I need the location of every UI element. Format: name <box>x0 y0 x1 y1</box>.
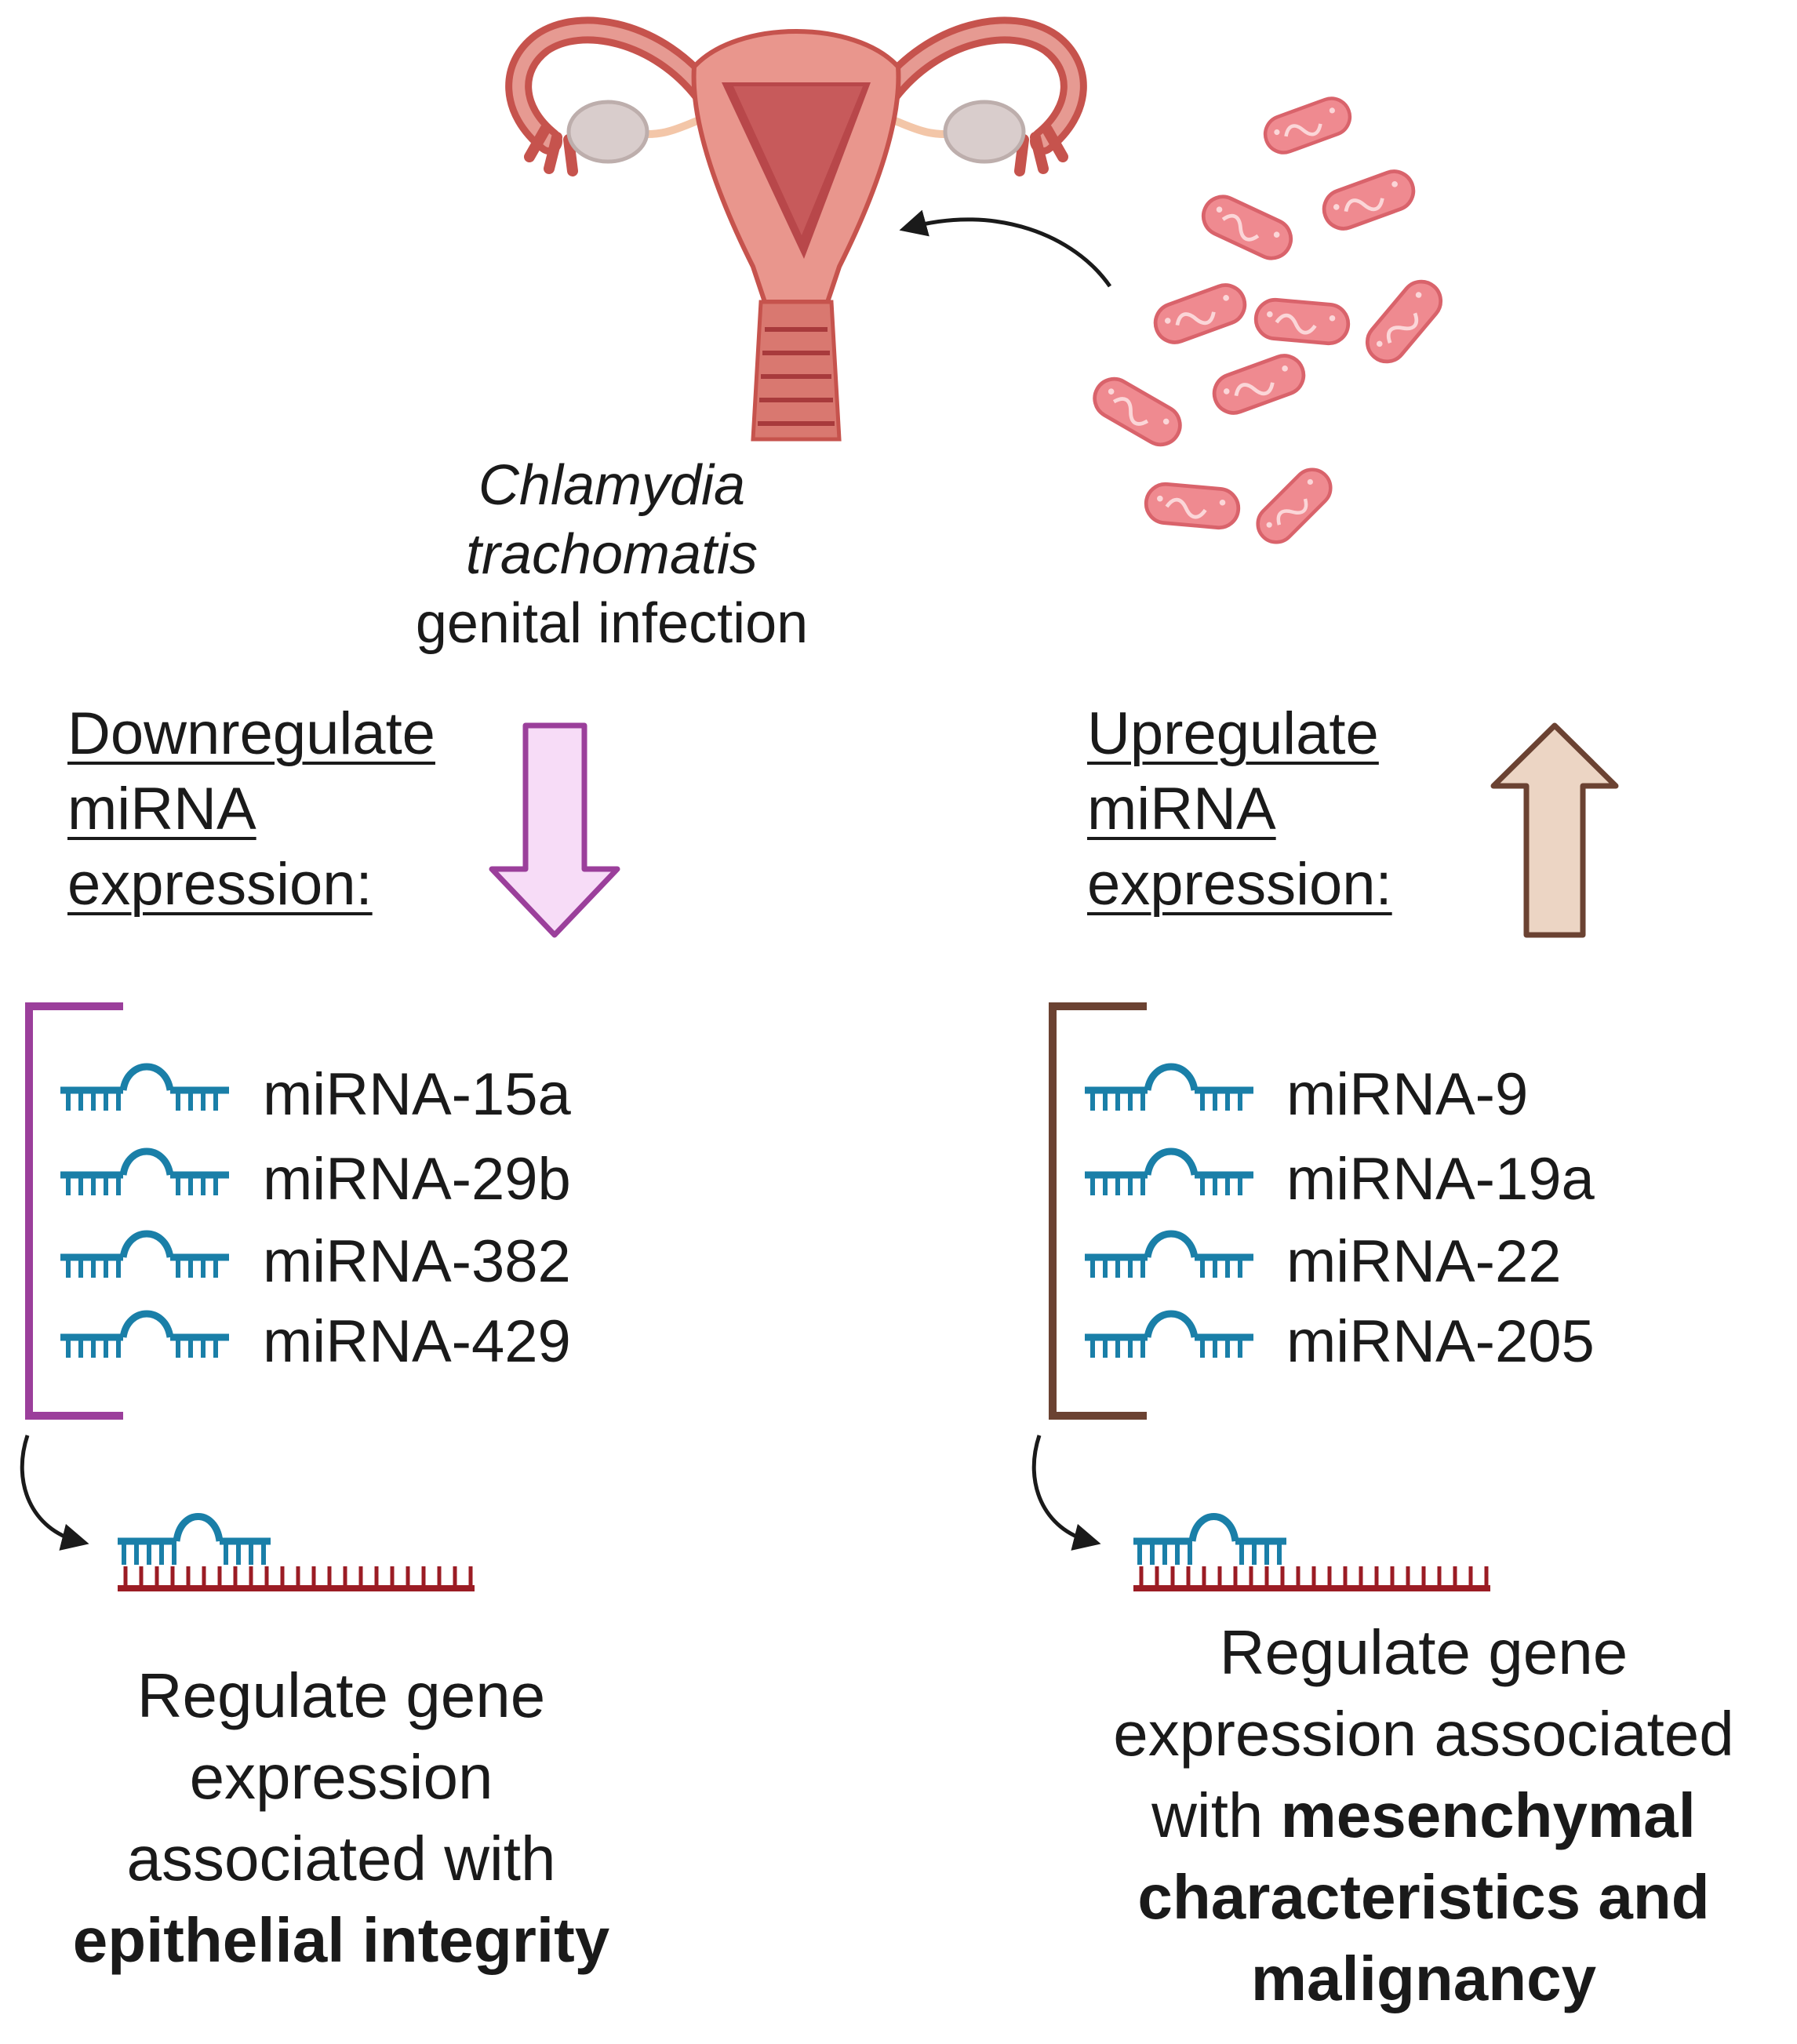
mirna-label: miRNA-205 <box>1286 1308 1595 1375</box>
mirna-mrna-duplex-icon <box>118 1517 475 1589</box>
outcome-line: expression <box>189 1742 493 1812</box>
mirna-icon <box>1085 1067 1253 1111</box>
down-bracket <box>25 1002 123 1420</box>
bacterium-icon <box>1250 462 1338 550</box>
mirna-icon <box>60 1314 229 1358</box>
left-target-arrow <box>20 1435 89 1551</box>
downregulate-heading: Downregulate miRNA expression: <box>67 696 435 922</box>
mirna-label: miRNA-429 <box>263 1308 571 1375</box>
heading-line: expression: <box>67 851 373 918</box>
uterus-icon <box>505 16 1087 442</box>
mirna-label: miRNA-22 <box>1286 1228 1562 1295</box>
heading-line: Upregulate <box>1087 700 1379 767</box>
bacterium-icon <box>1197 191 1297 265</box>
mirna-label: miRNA-9 <box>1286 1061 1529 1128</box>
mirna-mrna-duplex-icon <box>1133 1517 1490 1589</box>
right-target-arrow <box>1031 1435 1101 1551</box>
outcome-prefix: with <box>1151 1780 1281 1850</box>
heading-line: Downregulate <box>67 700 435 767</box>
mirna-label: miRNA-29b <box>263 1146 571 1213</box>
mirna-icon <box>1085 1151 1253 1195</box>
mirna-label: miRNA-15a <box>263 1061 571 1128</box>
outcome-line: Regulate gene <box>136 1660 546 1730</box>
bacteria-cluster <box>1088 93 1449 550</box>
heading-line: expression: <box>1087 851 1392 918</box>
organism-name: Chlamydia trachomatis <box>465 454 758 586</box>
bacterium-icon <box>1088 372 1188 452</box>
mirna-icon <box>60 1067 229 1111</box>
infection-arrow <box>899 209 1112 288</box>
mirna-icon <box>60 1234 229 1278</box>
bacterium-icon <box>1260 93 1355 158</box>
bacterium-icon <box>1319 166 1419 235</box>
outcome-line: Regulate gene <box>1219 1617 1628 1687</box>
bacterium-icon <box>1359 274 1449 369</box>
mirna-label: miRNA-19a <box>1286 1146 1595 1213</box>
down-arrow-icon <box>489 722 620 938</box>
bacterium-icon <box>1209 351 1309 419</box>
mesenchymal-outcome: Regulate gene expression associated with… <box>1051 1612 1796 2020</box>
bacterium-icon <box>1150 280 1250 348</box>
up-bracket <box>1049 1002 1147 1420</box>
infection-caption: Chlamydia trachomatis genital infection <box>408 451 816 658</box>
outcome-emphasis: characteristics and <box>1137 1862 1710 1932</box>
mirna-icon <box>1085 1234 1253 1278</box>
infection-label: genital infection <box>415 592 809 655</box>
heading-line: miRNA <box>1087 776 1276 842</box>
outcome-emphasis: malignancy <box>1250 1944 1597 2013</box>
outcome-emphasis: mesenchymal <box>1280 1780 1696 1850</box>
upregulate-heading: Upregulate miRNA expression: <box>1087 696 1392 922</box>
bacterium-icon <box>1254 298 1350 344</box>
mirna-label: miRNA-382 <box>263 1228 571 1295</box>
mirna-icon <box>1085 1314 1253 1358</box>
outcome-line: expression associated <box>1113 1699 1734 1769</box>
epithelial-outcome: Regulate gene expression associated with… <box>31 1655 651 1981</box>
up-arrow-icon <box>1490 722 1619 938</box>
outcome-line: associated with <box>126 1824 556 1893</box>
mirna-icon <box>60 1151 229 1195</box>
bacterium-icon <box>1144 482 1240 529</box>
heading-line: miRNA <box>67 776 256 842</box>
outcome-emphasis: epithelial integrity <box>72 1905 610 1975</box>
